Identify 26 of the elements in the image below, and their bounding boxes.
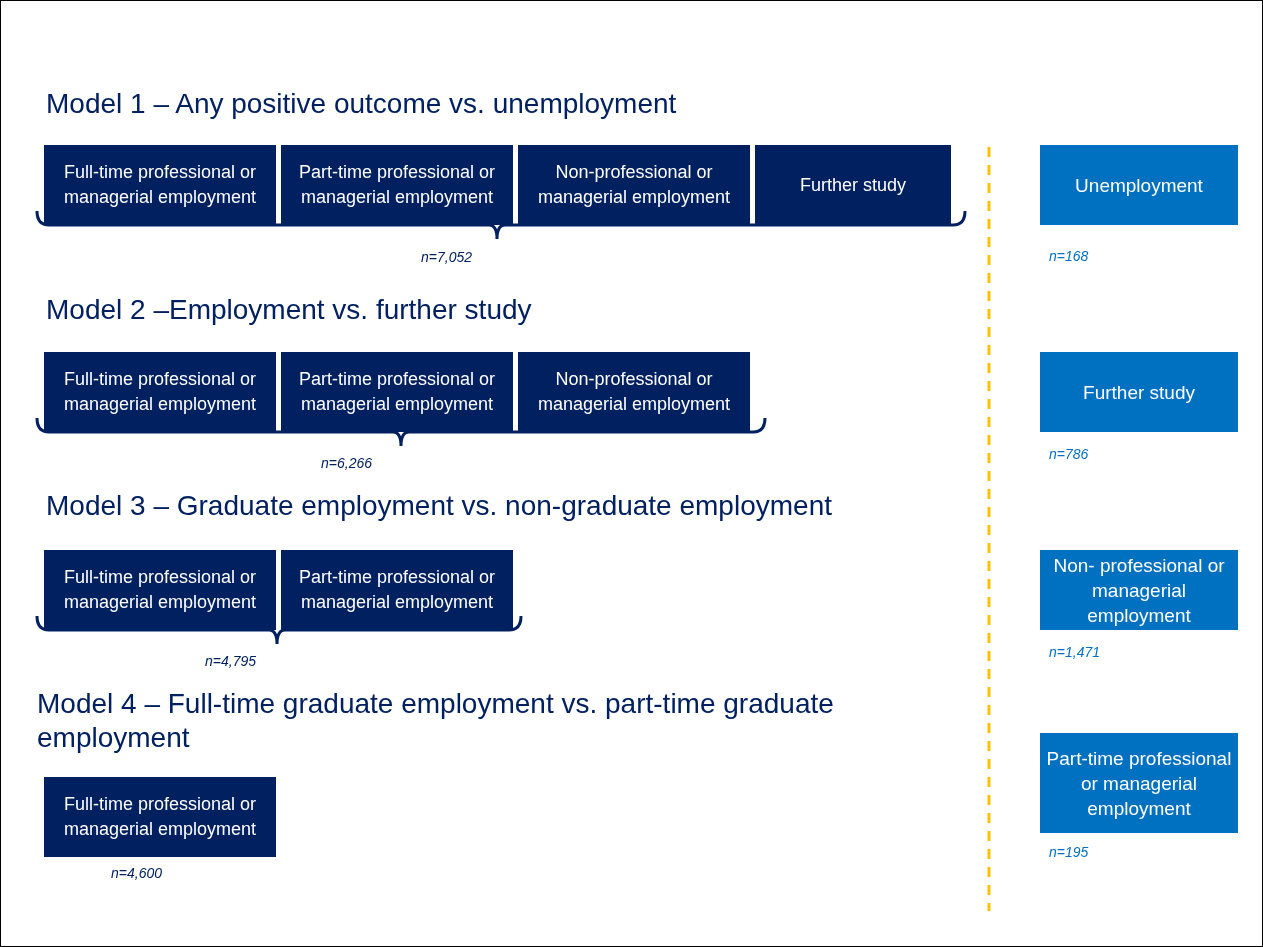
category-box: Non-professional or managerial employment: [518, 145, 750, 225]
sample-size-label: n=195: [1049, 844, 1089, 860]
comparison-box: Unemployment: [1040, 145, 1238, 225]
sample-size-label: n=4,795: [205, 653, 256, 669]
category-box: Part-time professional or managerial employment: [281, 550, 513, 630]
sample-size-label: n=7,052: [421, 249, 472, 265]
sample-size-label: n=786: [1049, 446, 1089, 462]
category-box: Part-time professional or managerial employment: [281, 352, 513, 432]
model-heading: Model 2 –Employment vs. further study: [46, 293, 533, 327]
model-heading: Model 1 – Any positive outcome vs. unemployment: [46, 87, 678, 121]
category-box: Full-time professional or managerial employment: [44, 145, 276, 225]
category-box: Full-time professional or managerial employment: [44, 777, 276, 857]
sample-size-label: n=168: [1049, 248, 1089, 264]
sample-size-label: n=6,266: [321, 455, 372, 471]
model-heading: Model 4 – Full-time graduate employment vs. part-time graduate employment: [37, 687, 835, 755]
category-box: Full-time professional or managerial employment: [44, 550, 276, 630]
category-box: Non-professional or managerial employment: [518, 352, 750, 432]
sample-size-label: n=4,600: [111, 865, 162, 881]
sample-size-label: n=1,471: [1049, 644, 1100, 660]
category-box: Full-time professional or managerial employment: [44, 352, 276, 432]
comparison-box: Part-time professional or managerial employment: [1040, 733, 1238, 833]
model-heading: Model 3 – Graduate employment vs. non-graduate employment: [46, 489, 833, 523]
comparison-box: Further study: [1040, 352, 1238, 432]
category-box: Part-time professional or managerial employment: [281, 145, 513, 225]
category-box: Further study: [755, 145, 951, 225]
comparison-box: Non- professional or managerial employment: [1040, 550, 1238, 630]
